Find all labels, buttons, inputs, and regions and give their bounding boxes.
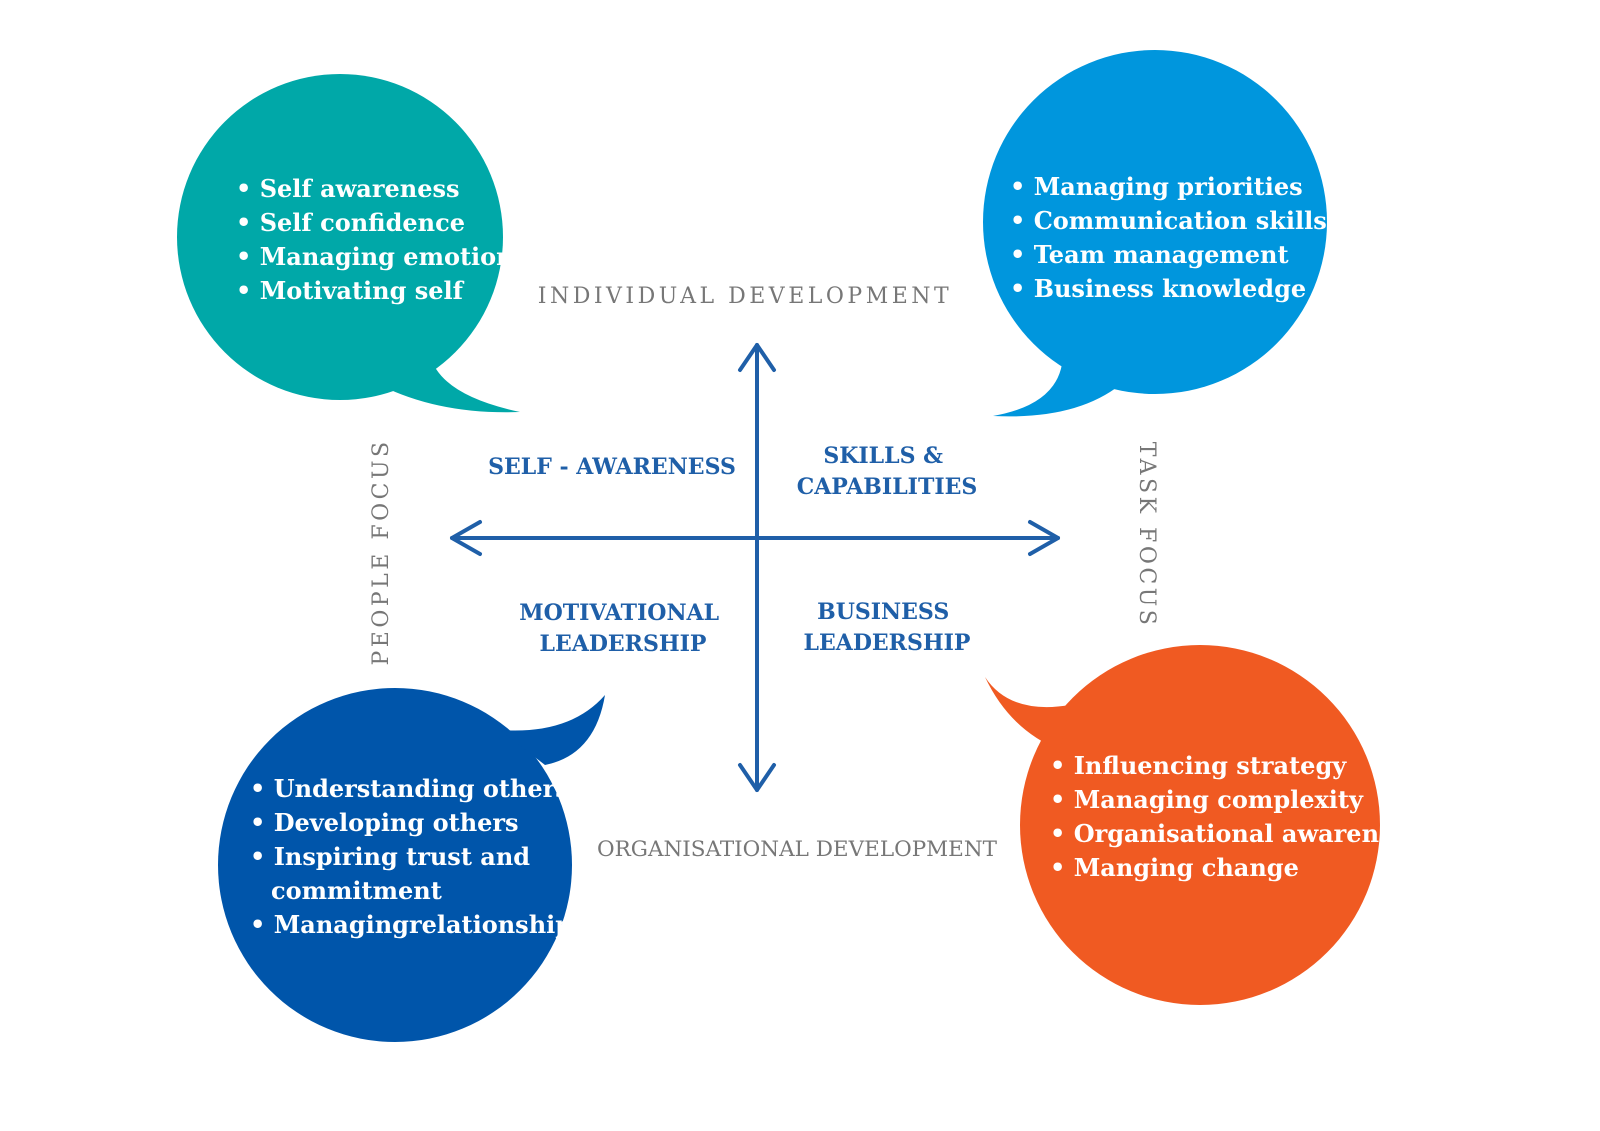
axis-arrows bbox=[450, 343, 1060, 792]
axis-label-right: TASK FOCUS bbox=[1134, 442, 1159, 629]
bubble-item: • Team management bbox=[1010, 240, 1289, 269]
bubble-item: • Developing others bbox=[250, 808, 519, 837]
quadrant-label-line: LEADERSHIP bbox=[540, 631, 707, 657]
bubble-item: • Organisational awareness bbox=[1050, 819, 1421, 848]
bubble-item: commitment bbox=[271, 876, 442, 905]
quadrant-label-top-right: SKILLS & CAPABILITIES bbox=[797, 443, 978, 500]
bubble-item: • Influencing strategy bbox=[1050, 751, 1347, 780]
arrow-down-icon bbox=[738, 763, 776, 792]
bubble-item: • Manging change bbox=[1050, 853, 1299, 882]
bubble-item: • Communication skills bbox=[1010, 206, 1327, 235]
arrow-right-icon bbox=[1028, 520, 1060, 556]
bubble-item: • Business knowledge bbox=[1010, 274, 1306, 303]
axis-label-left: PEOPLE FOCUS bbox=[369, 438, 394, 665]
bubble-item: • Understanding others bbox=[250, 774, 569, 803]
arrow-left-icon bbox=[450, 520, 482, 556]
quadrant-label-top-left: SELF - AWARENESS bbox=[488, 454, 736, 480]
bubble-top-left-circle bbox=[177, 74, 503, 400]
bubble-bottom-right-text: • Influencing strategy • Managing comple… bbox=[1050, 751, 1430, 882]
bubble-bottom-left-tail bbox=[500, 695, 605, 765]
bubble-bottom-right: • Influencing strategy • Managing comple… bbox=[985, 645, 1430, 1005]
quadrant-label-line: BUSINESS bbox=[817, 599, 949, 625]
bubble-top-left-tail bbox=[380, 355, 520, 413]
quadrant-label-line: LEADERSHIP bbox=[804, 630, 971, 656]
quadrant-label-bottom-right: BUSINESS LEADERSHIP bbox=[804, 599, 971, 656]
bubble-item: • Inspiring trust and bbox=[250, 842, 530, 871]
bubble-top-right: • Managing priorities • Communication sk… bbox=[983, 50, 1335, 417]
quadrant-label-line: MOTIVATIONAL bbox=[519, 600, 719, 626]
quadrant-label-line: SELF - AWARENESS bbox=[488, 454, 736, 480]
quadrant-label-bottom-left: MOTIVATIONAL LEADERSHIP bbox=[519, 600, 727, 657]
bubble-top-right-text: • Managing priorities • Communication sk… bbox=[1010, 172, 1335, 303]
bubble-item: • Self confidence bbox=[236, 208, 465, 237]
bubble-bottom-right-tail bbox=[985, 677, 1070, 750]
bubble-bottom-right-circle bbox=[1020, 645, 1380, 1005]
bubble-item: • Motivating self bbox=[236, 276, 465, 305]
quadrant-label-line: CAPABILITIES bbox=[797, 474, 978, 500]
bubble-bottom-left-text: • Understanding others • Developing othe… bbox=[250, 774, 586, 939]
bubble-item: • Managing priorities bbox=[1010, 172, 1303, 201]
axis-label-top: INDIVIDUAL DEVELOPMENT bbox=[538, 284, 952, 309]
bubble-item: • Self awareness bbox=[236, 174, 460, 203]
bubble-top-left: • Self awareness • Self confidence • Man… bbox=[177, 74, 536, 413]
bubble-bottom-left-circle bbox=[218, 688, 572, 1042]
bubble-item: • Managingrelationships bbox=[250, 910, 586, 939]
axis-label-bottom: ORGANISATIONAL DEVELOPMENT bbox=[597, 837, 997, 861]
bubble-item: • Managing emotions bbox=[236, 242, 527, 271]
bubble-item: • Managing complexity bbox=[1050, 785, 1364, 814]
arrow-up-icon bbox=[738, 343, 776, 372]
bubble-bottom-left: • Understanding others • Developing othe… bbox=[218, 688, 605, 1042]
bubble-top-right-tail bbox=[993, 364, 1120, 417]
quadrant-label-line: SKILLS & bbox=[823, 443, 943, 469]
bubble-top-left-text: • Self awareness • Self confidence • Man… bbox=[236, 174, 536, 305]
bubble-top-right-circle bbox=[983, 50, 1327, 394]
